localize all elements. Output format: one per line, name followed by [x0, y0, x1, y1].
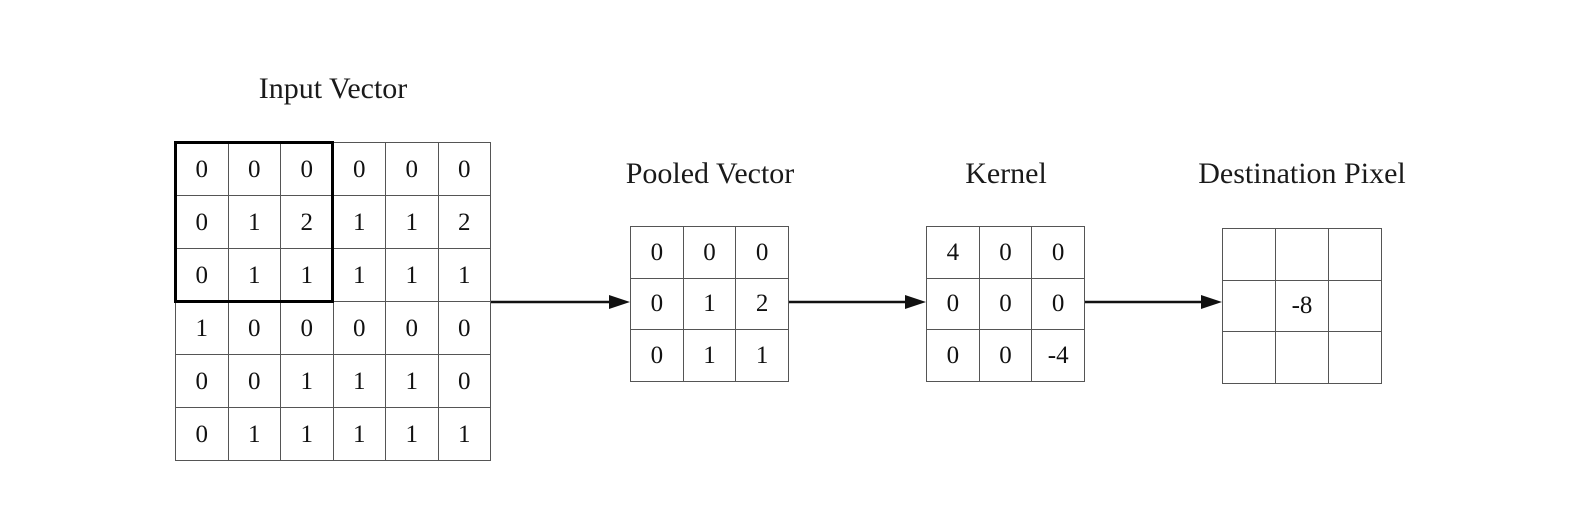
destination-pixel-label: Destination Pixel: [1198, 157, 1406, 190]
input-vector-cell-1-2: 2: [281, 196, 333, 248]
arrow-kernel-to-destination: [1085, 295, 1222, 309]
pooled-vector-cell-2-2: 1: [736, 330, 788, 381]
input-vector-cell-2-5: 1: [438, 249, 490, 301]
pooled-vector-cell-1-1: 1: [683, 278, 736, 330]
input-vector-cell-0-0: 0: [176, 143, 228, 195]
pooled-vector-cell-2-1: 1: [683, 330, 736, 381]
input-vector-cell-4-3: 1: [333, 355, 385, 407]
input-vector-cell-3-1: 0: [228, 302, 280, 354]
input-vector-cell-5-1: 1: [228, 408, 280, 460]
pooled-vector-cell-1-2: 2: [736, 278, 788, 330]
pooled-vector-cell-1-0: 0: [631, 278, 683, 330]
kernel-cell-1-0: 0: [927, 278, 979, 330]
destination-pixel-cell-0-0: [1223, 229, 1275, 280]
kernel-label: Kernel: [965, 157, 1047, 190]
input-vector-cell-0-4: 0: [386, 143, 438, 195]
pooled-vector-label: Pooled Vector: [625, 157, 795, 190]
arrow-pooled-to-kernel: [789, 295, 926, 309]
input-vector-cell-3-2: 0: [281, 302, 333, 354]
input-vector-cell-4-1: 0: [228, 355, 280, 407]
input-vector-cell-2-4: 1: [386, 249, 438, 301]
pooled-vector-cell-0-2: 0: [736, 227, 788, 278]
input-vector-cell-2-3: 1: [333, 249, 385, 301]
destination-pixel-cell-2-0: [1223, 332, 1275, 383]
input-vector-cell-5-5: 1: [438, 408, 490, 460]
input-vector-cell-4-5: 0: [438, 355, 490, 407]
input-vector-cell-5-3: 1: [333, 408, 385, 460]
input-vector-cell-3-3: 0: [333, 302, 385, 354]
destination-pixel-cell-1-2: [1329, 280, 1381, 332]
input-vector-cell-0-3: 0: [333, 143, 385, 195]
destination-pixel-cell-0-2: [1329, 229, 1381, 280]
input-vector-cell-2-1: 1: [228, 249, 280, 301]
input-vector-cell-4-4: 1: [386, 355, 438, 407]
kernel-cell-0-1: 0: [979, 227, 1032, 278]
input-vector-label: Input Vector: [258, 72, 408, 105]
destination-pixel-cell-1-0: [1223, 280, 1275, 332]
input-vector-cell-5-4: 1: [386, 408, 438, 460]
pooled-vector-cell-0-0: 0: [631, 227, 683, 278]
kernel-cell-0-2: 0: [1032, 227, 1084, 278]
kernel-cell-0-0: 4: [927, 227, 979, 278]
destination-pixel-cell-2-1: [1276, 332, 1328, 383]
kernel-cell-2-0: 0: [927, 330, 979, 381]
kernel-cell-2-1: 0: [979, 330, 1032, 381]
input-vector-cell-4-0: 0: [176, 355, 228, 407]
destination-pixel-cell-0-1: [1276, 229, 1328, 280]
input-vector-cell-0-1: 0: [228, 143, 280, 195]
input-vector-cell-3-0: 1: [176, 302, 228, 354]
input-vector-cell-1-0: 0: [176, 196, 228, 248]
kernel-cell-2-2: -4: [1032, 330, 1084, 381]
input-vector-cell-1-3: 1: [333, 196, 385, 248]
input-vector-cell-3-4: 0: [386, 302, 438, 354]
input-vector-cell-1-4: 1: [386, 196, 438, 248]
input-vector-cell-2-0: 0: [176, 249, 228, 301]
destination-pixel-cell-1-1: -8: [1276, 280, 1328, 332]
input-vector-cell-4-2: 1: [281, 355, 333, 407]
input-vector-cell-1-5: 2: [438, 196, 490, 248]
input-vector-cell-3-5: 0: [438, 302, 490, 354]
pooled-vector-cell-2-0: 0: [631, 330, 683, 381]
kernel-cell-1-2: 0: [1032, 278, 1084, 330]
pooled-vector-cell-0-1: 0: [683, 227, 736, 278]
input-vector-cell-0-5: 0: [438, 143, 490, 195]
destination-pixel-grid: -8: [1222, 228, 1382, 384]
input-vector-cell-2-2: 1: [281, 249, 333, 301]
destination-pixel-cell-2-2: [1329, 332, 1381, 383]
input-vector-cell-0-2: 0: [281, 143, 333, 195]
input-vector-cell-1-1: 1: [228, 196, 280, 248]
arrow-input-to-pooled: [491, 295, 630, 309]
kernel-cell-1-1: 0: [979, 278, 1032, 330]
input-vector-cell-5-0: 0: [176, 408, 228, 460]
input-vector-cell-5-2: 1: [281, 408, 333, 460]
